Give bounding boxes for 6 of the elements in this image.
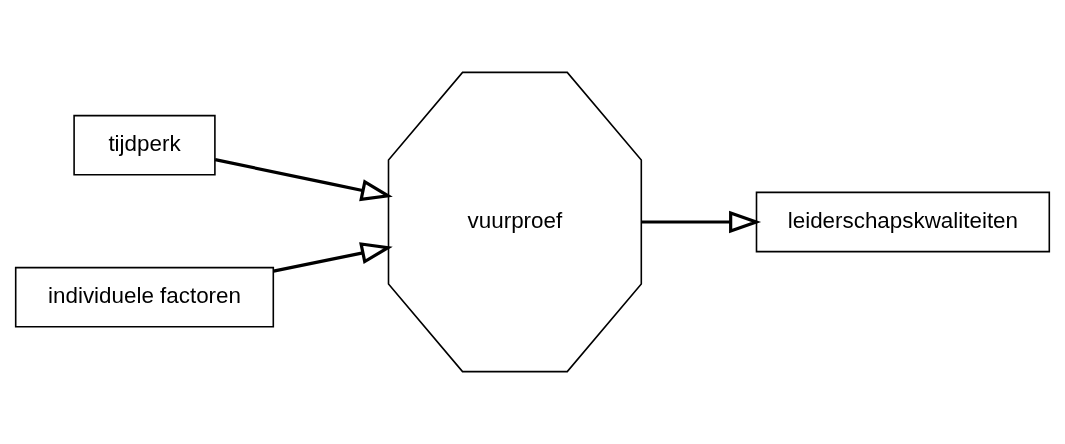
- arrow: [214, 158, 393, 202]
- arrow: [641, 210, 762, 234]
- node-box: individuele factoren: [14, 266, 275, 328]
- node-box: leiderschapskwaliteiten: [755, 191, 1051, 253]
- arrow: [273, 242, 393, 273]
- node-box: tijdperk: [73, 114, 216, 176]
